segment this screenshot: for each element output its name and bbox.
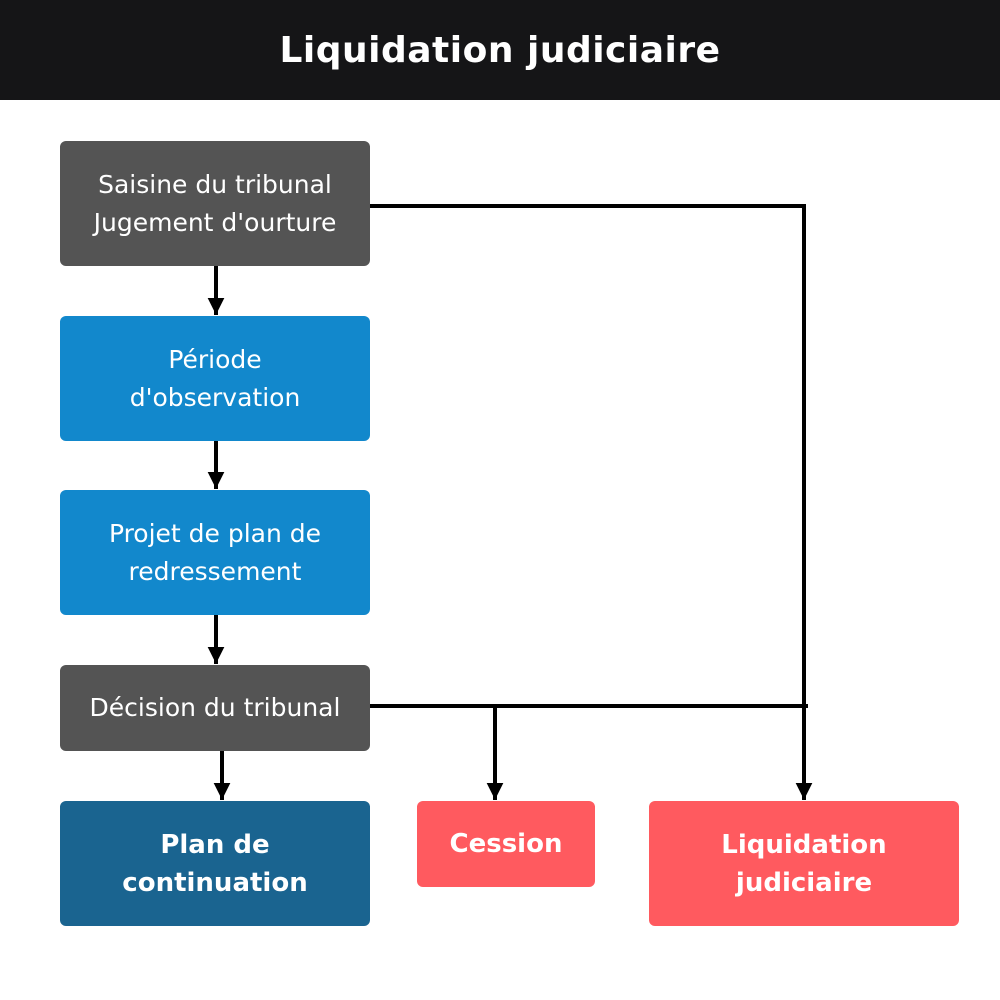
- node-projet-line2: redressement: [128, 556, 302, 586]
- node-projet-line1: Projet de plan de: [108, 518, 322, 548]
- node-periode-line1: Période: [168, 344, 262, 374]
- node-decision: Décision du tribunal: [60, 665, 370, 751]
- node-cession-line1: Cession: [449, 829, 563, 859]
- node-saisine: Saisine du tribunal Jugement d'ourture: [60, 141, 370, 266]
- node-periode-line2: d'observation: [129, 382, 301, 412]
- node-plan-line1: Plan de: [160, 829, 270, 860]
- node-liquidation: Liquidation judiciaire: [649, 801, 959, 926]
- page-title: Liquidation judiciaire: [279, 29, 721, 71]
- node-plan-continuation: Plan de continuation: [60, 801, 370, 926]
- connector-saisine-to-liquidation: [368, 204, 813, 800]
- node-projet: Projet de plan de redressement: [60, 490, 370, 615]
- node-liquidation-line2: judiciaire: [735, 867, 873, 898]
- node-saisine-line1: Saisine du tribunal: [98, 169, 332, 199]
- page-header: Liquidation judiciaire: [0, 0, 1000, 100]
- node-decision-line1: Décision du tribunal: [89, 693, 341, 722]
- node-periode: Période d'observation: [60, 316, 370, 441]
- node-plan-line2: continuation: [122, 867, 308, 898]
- node-saisine-line2: Jugement d'ourture: [93, 207, 337, 237]
- node-liquidation-line1: Liquidation: [721, 829, 887, 860]
- node-cession: Cession: [417, 801, 595, 887]
